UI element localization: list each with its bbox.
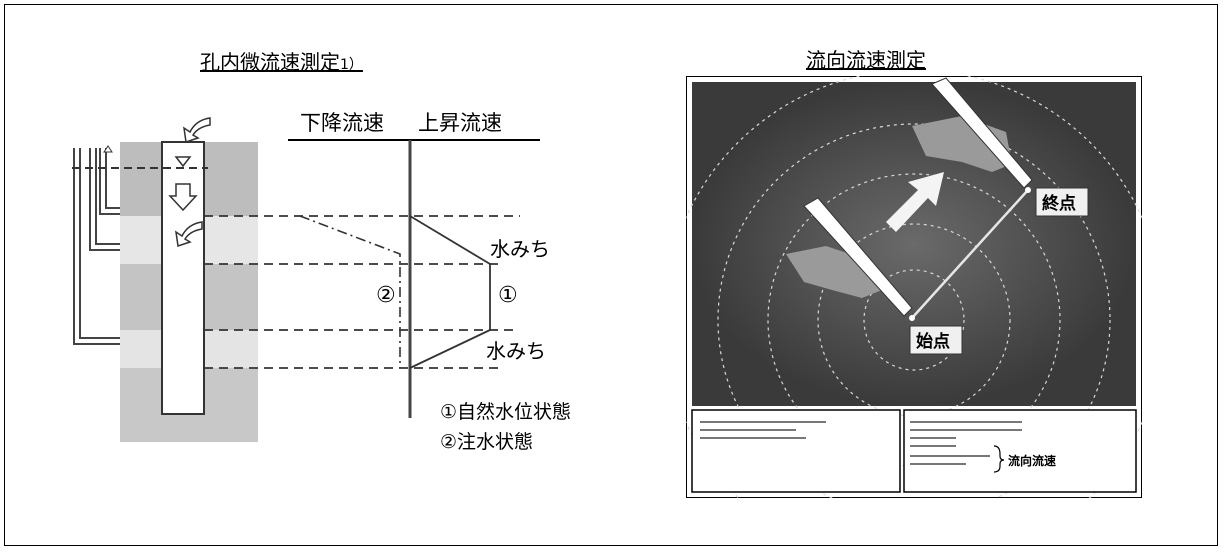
borehole-velocity-title-note: 1） — [340, 57, 363, 73]
start-point-label: 始点 — [916, 331, 950, 352]
end-point-label: 終点 — [1042, 193, 1076, 214]
range-rings — [686, 76, 1142, 498]
end-point-box — [1035, 187, 1089, 217]
scope-view — [692, 82, 1136, 406]
borehole-velocity-title-text: 孔内微流速測定 — [200, 50, 340, 74]
downward-velocity-label: 下降流速 — [300, 111, 384, 135]
borehole — [161, 141, 205, 415]
start-hand-icon — [786, 197, 913, 317]
observation-pipes — [73, 148, 120, 345]
water-level-icon — [174, 156, 192, 168]
upward-velocity-label: 上昇流速 — [418, 111, 502, 135]
profile-injection — [299, 215, 401, 368]
down-arrow-icon — [168, 183, 198, 212]
figure-frame — [4, 4, 1218, 546]
legend-injection: ②注水状態 — [440, 431, 533, 453]
borehole-velocity-title: 孔内微流速測定1） — [200, 46, 363, 75]
info-right-lines — [910, 421, 1022, 465]
water-path-label-lower: 水みち — [486, 339, 546, 363]
pipe-marker-icon — [103, 145, 113, 153]
flow-vector — [911, 189, 1029, 319]
flow-info-label: 流向流速 — [1008, 453, 1056, 468]
start-point-box — [909, 325, 963, 355]
info-left-lines — [700, 421, 826, 439]
flow-direction-title: 流向流速測定 — [806, 48, 926, 72]
direction-arrow-icon — [886, 172, 944, 232]
info-panel-left — [691, 409, 901, 493]
end-hand-icon — [912, 77, 1033, 189]
brace-icon — [993, 445, 1005, 473]
info-panel-right — [903, 409, 1137, 493]
legend-natural-level: ①自然水位状態 — [440, 401, 571, 423]
horizon-lines — [204, 215, 520, 369]
profile-marker-1: ① — [498, 283, 518, 308]
profile-natural-level — [409, 215, 491, 369]
flow-direction-screenshot: 終点 始点 流向流速 — [686, 76, 1142, 498]
outflow-arrow-icon — [175, 221, 203, 247]
inflow-arrow-icon — [183, 117, 211, 143]
water-path-label-upper: 水みち — [490, 237, 550, 261]
profile-marker-2: ② — [376, 283, 396, 308]
